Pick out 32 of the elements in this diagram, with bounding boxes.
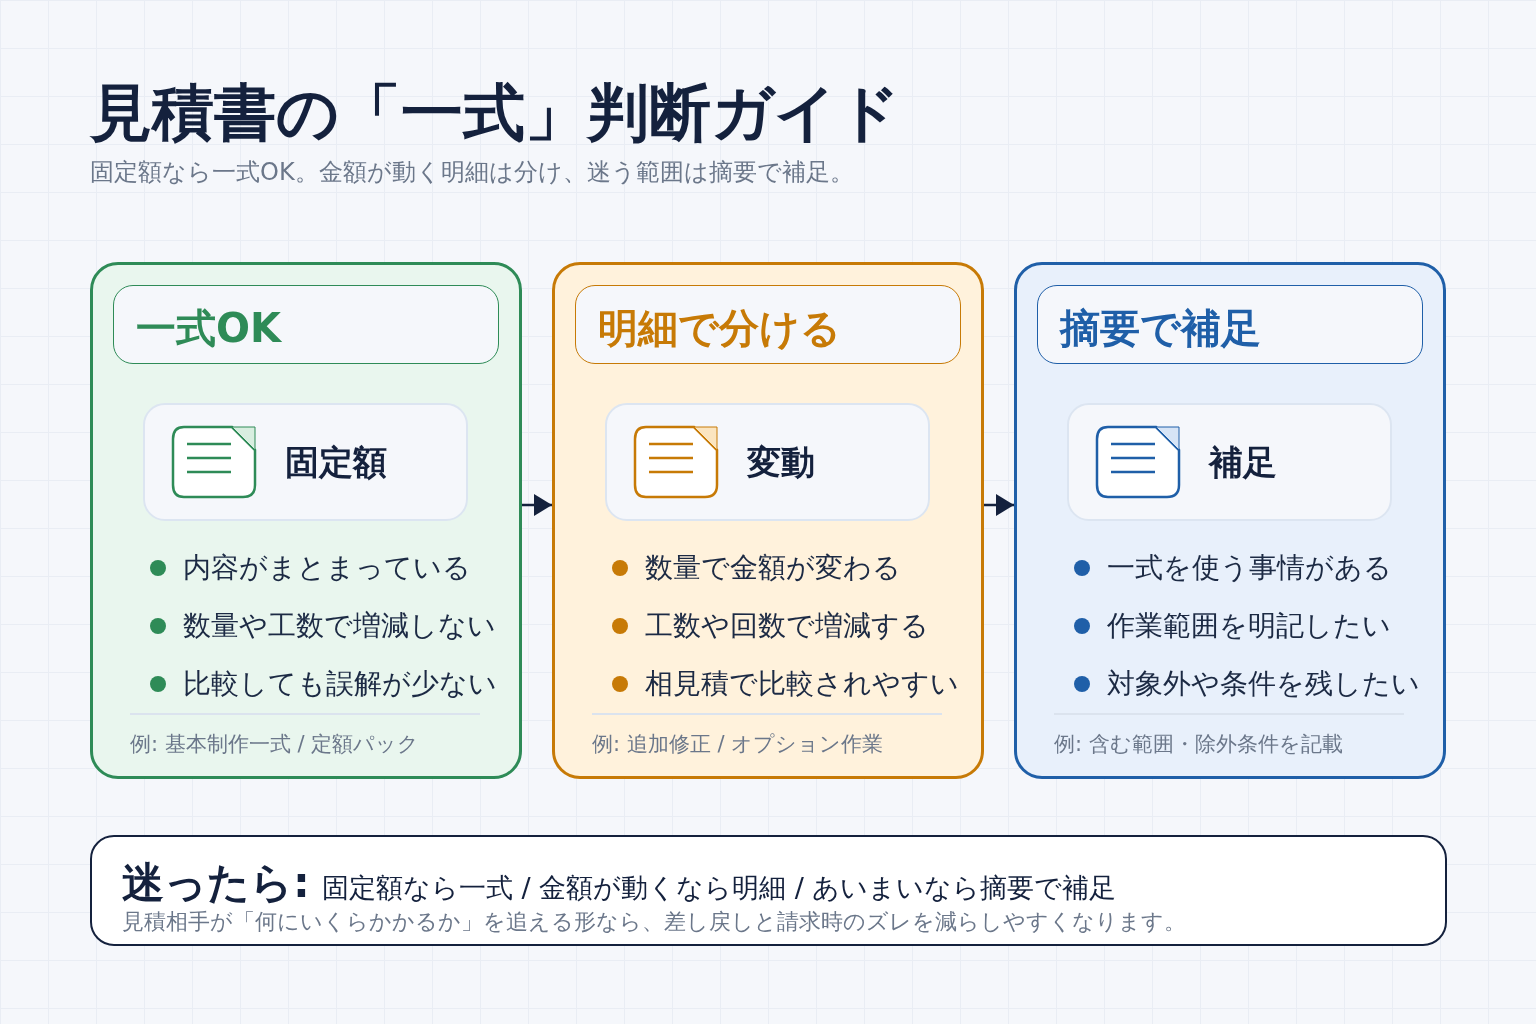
- bullet-text: 作業範囲を明記したい: [1107, 609, 1391, 643]
- bullet-text: 比較しても誤解が少ない: [183, 667, 497, 701]
- example-text: 例: 含む範囲・除外条件を記載: [1054, 732, 1343, 756]
- summary-text: 固定額なら一式 / 金額が動くなら明細 / あいまいなら摘要で補足: [321, 872, 1117, 904]
- label-box: [143, 403, 468, 521]
- heading-box: 一式OK: [113, 285, 499, 364]
- summary-box: [90, 835, 1447, 946]
- bullet-text: 工数や回数で増減する: [645, 609, 929, 643]
- bullet-text: 数量や工数で増減しない: [183, 609, 496, 643]
- card-panel: [552, 262, 984, 779]
- label-box: [1067, 403, 1392, 521]
- bullet-text: 対象外や条件を残したい: [1107, 667, 1420, 701]
- card-panel: [90, 262, 522, 779]
- subtitle: 固定額なら一式OK。金額が動く明細は分け、迷う範囲は摘要で補足。: [90, 159, 854, 185]
- arrow: [984, 494, 1014, 516]
- lead-text: 迷ったら:: [122, 859, 310, 907]
- example-text: 例: 基本制作一式 / 定額パック: [130, 732, 420, 756]
- bullet-text: 相見積で比較されやすい: [645, 667, 959, 701]
- box-label: 変動: [747, 443, 815, 481]
- example-text: 例: 追加修正 / オプション作業: [592, 732, 884, 756]
- title: 見積書の「一式」判断ガイド: [90, 82, 900, 144]
- bullet-text: 内容がまとまっている: [183, 551, 471, 585]
- label-box: [605, 403, 930, 521]
- heading-box: 摘要で補足: [1037, 285, 1423, 364]
- card-panel: [1014, 262, 1446, 779]
- box-label: 補足: [1209, 443, 1277, 481]
- arrow: [522, 494, 552, 516]
- bullet-text: 数量で金額が変わる: [645, 551, 901, 585]
- heading-box: 明細で分ける: [575, 285, 961, 364]
- note-text: 見積相手が「何にいくらかかるか」を追える形なら、差し戻しと請求時のズレを減らしやすくなります。: [122, 910, 1186, 934]
- box-label: 固定額: [285, 443, 387, 481]
- bullet-text: 一式を使う事情がある: [1107, 551, 1392, 585]
